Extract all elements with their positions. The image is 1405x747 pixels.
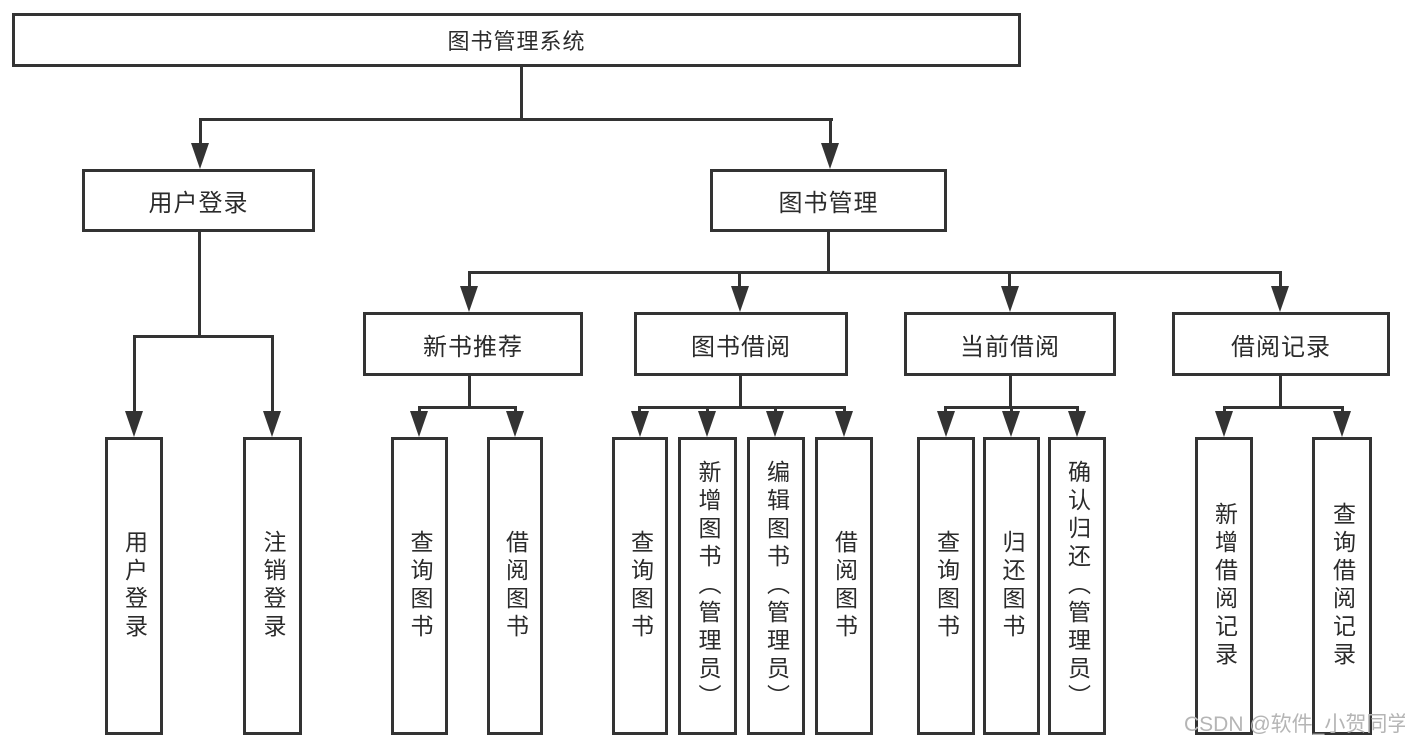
arrowhead-logout	[263, 411, 281, 437]
node-leaf-br-query-label: 查询借阅记录	[1329, 502, 1356, 670]
node-leaf-br-add-label: 新增借阅记录	[1211, 502, 1238, 670]
edge-book-borrow-rail	[639, 406, 846, 409]
node-root-label: 图书管理系统	[447, 29, 586, 54]
node-leaf-bb-query-label: 查询图书	[627, 530, 654, 642]
edge-book-mgmt-rail	[468, 271, 1282, 274]
node-leaf-login: 用户登录	[105, 437, 163, 735]
arrowhead-user-login	[191, 143, 209, 169]
edge-drop-user-login	[199, 118, 202, 146]
edge-user-login-stem	[198, 232, 201, 336]
arrowhead-book-mgmt	[821, 143, 839, 169]
arrowhead-rec-query	[410, 411, 428, 437]
node-leaf-logout: 注销登录	[243, 437, 302, 735]
edge-borrow-records-stem	[1279, 376, 1282, 408]
node-leaf-br-add: 新增借阅记录	[1195, 437, 1253, 735]
node-new-book-rec: 新书推荐	[363, 312, 583, 376]
node-book-borrow: 图书借阅	[634, 312, 848, 376]
edge-drop-logout	[271, 335, 274, 414]
edge-drop-book-borrow	[738, 271, 741, 289]
node-leaf-cb-confirm-label: 确认归还（管理员）	[1064, 460, 1091, 712]
arrowhead-cb-query	[937, 411, 955, 437]
node-leaf-bb-add: 新增图书（管理员）	[678, 437, 737, 735]
edge-drop-new-book-rec	[468, 271, 471, 289]
arrowhead-current-borrow	[1001, 286, 1019, 312]
edge-new-book-rec-rail	[418, 406, 517, 409]
node-leaf-login-label: 用户登录	[121, 530, 148, 642]
node-leaf-rec-borrow: 借阅图书	[487, 437, 543, 735]
node-user-login-label: 用户登录	[148, 190, 249, 217]
node-user-login: 用户登录	[82, 169, 315, 232]
edge-drop-login	[133, 335, 136, 414]
edge-root-rail	[199, 118, 833, 121]
node-root: 图书管理系统	[12, 13, 1021, 67]
node-current-borrow-label: 当前借阅	[960, 333, 1060, 361]
arrowhead-cb-confirm	[1068, 411, 1086, 437]
node-leaf-bb-edit: 编辑图书（管理员）	[747, 437, 805, 735]
arrowhead-login	[125, 411, 143, 437]
edge-root-stem	[520, 67, 523, 119]
node-leaf-cb-return: 归还图书	[983, 437, 1040, 735]
edge-book-mgmt-stem	[827, 232, 830, 273]
node-leaf-rec-borrow-label: 借阅图书	[502, 530, 529, 642]
edge-new-book-rec-stem	[468, 376, 471, 408]
edge-drop-book-mgmt	[829, 118, 832, 146]
edge-current-borrow-stem	[1009, 376, 1012, 408]
arrowhead-cb-return	[1002, 411, 1020, 437]
arrowhead-bb-edit	[766, 411, 784, 437]
arrowhead-bb-add	[698, 411, 716, 437]
arrowhead-bb-query	[631, 411, 649, 437]
node-leaf-bb-borrow-label: 借阅图书	[831, 530, 858, 642]
node-leaf-bb-query: 查询图书	[612, 437, 668, 735]
arrowhead-br-add	[1215, 411, 1233, 437]
node-leaf-bb-borrow: 借阅图书	[815, 437, 873, 735]
node-borrow-records: 借阅记录	[1172, 312, 1390, 376]
node-leaf-logout-label: 注销登录	[260, 530, 286, 642]
arrowhead-bb-borrow	[835, 411, 853, 437]
node-leaf-bb-add-label: 新增图书（管理员）	[695, 460, 721, 712]
arrowhead-new-book-rec	[460, 286, 478, 312]
node-book-mgmt: 图书管理	[710, 169, 947, 232]
node-leaf-rec-query: 查询图书	[391, 437, 448, 735]
node-leaf-cb-query-label: 查询图书	[933, 530, 960, 642]
node-leaf-cb-return-label: 归还图书	[999, 530, 1025, 642]
node-current-borrow: 当前借阅	[904, 312, 1116, 376]
edge-borrow-records-rail	[1223, 406, 1344, 409]
node-new-book-rec-label: 新书推荐	[423, 333, 523, 361]
arrowhead-rec-borrow	[506, 411, 524, 437]
edge-user-login-rail	[133, 335, 274, 338]
node-book-mgmt-label: 图书管理	[778, 190, 879, 217]
edge-drop-current-borrow	[1008, 271, 1011, 289]
edge-drop-borrow-records	[1279, 271, 1282, 289]
edge-book-borrow-stem	[739, 376, 742, 408]
node-borrow-records-label: 借阅记录	[1231, 333, 1331, 361]
node-leaf-cb-confirm: 确认归还（管理员）	[1048, 437, 1106, 735]
watermark-text: CSDN @软件_小贺同学	[1184, 713, 1405, 736]
node-leaf-bb-edit-label: 编辑图书（管理员）	[763, 460, 790, 712]
node-book-borrow-label: 图书借阅	[691, 333, 791, 361]
node-leaf-cb-query: 查询图书	[917, 437, 975, 735]
node-leaf-rec-query-label: 查询图书	[407, 530, 433, 642]
arrowhead-book-borrow	[731, 286, 749, 312]
node-leaf-br-query: 查询借阅记录	[1312, 437, 1372, 735]
arrowhead-borrow-records	[1271, 286, 1289, 312]
arrowhead-br-query	[1333, 411, 1351, 437]
